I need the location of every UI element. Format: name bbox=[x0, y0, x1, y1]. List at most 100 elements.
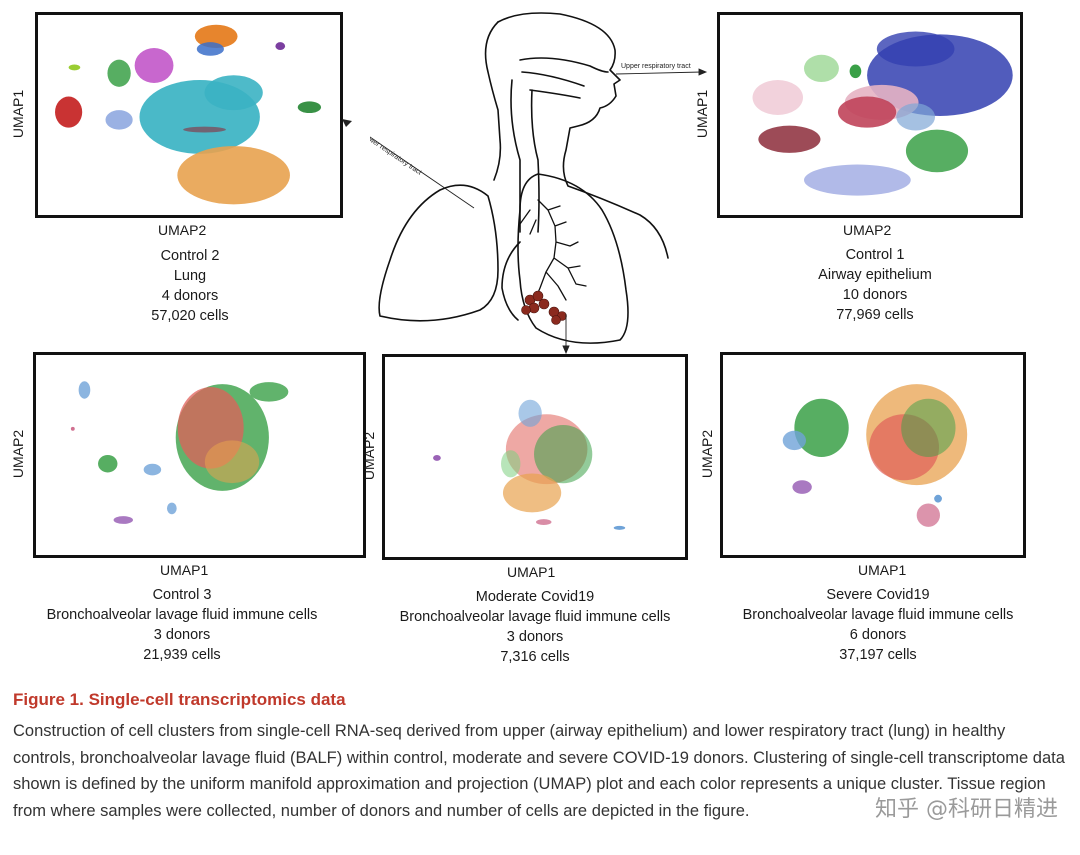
cluster-maroon bbox=[758, 125, 821, 153]
umap-plot-moderate bbox=[433, 399, 626, 530]
cluster-lightblue bbox=[105, 110, 133, 130]
cluster-pink bbox=[535, 519, 552, 525]
umap-panel-moderate bbox=[382, 354, 688, 560]
cluster-green-left bbox=[107, 59, 131, 87]
cluster-crimson bbox=[837, 96, 897, 128]
panel-tissue: Bronchoalveolar lavage fluid immune cell… bbox=[46, 607, 318, 623]
panel-info-control3: Control 3 Bronchoalveolar lavage fluid i… bbox=[22, 585, 342, 665]
cluster-pink-dot bbox=[70, 426, 75, 431]
arrow-lower-tract bbox=[370, 136, 475, 209]
panel-donors: 10 donors bbox=[842, 287, 908, 303]
panel-donors: 3 donors bbox=[153, 627, 211, 643]
panel-title: Control 2 bbox=[160, 248, 220, 264]
panel-title: Control 1 bbox=[845, 247, 905, 263]
panel-title: Control 3 bbox=[152, 587, 212, 603]
cluster-magenta bbox=[134, 48, 174, 83]
panel-info-control1: Control 1 Airway epithelium 10 donors 77… bbox=[760, 245, 990, 325]
cluster-purple bbox=[792, 480, 812, 494]
panel-donors: 3 donors bbox=[506, 629, 564, 645]
cluster-lightgreen bbox=[803, 54, 839, 82]
panel-cells: 37,197 cells bbox=[839, 647, 917, 663]
panel-cells: 7,316 cells bbox=[500, 649, 570, 665]
trachea-left bbox=[510, 79, 521, 233]
respiratory-anatomy-drawing: Upper respiratory tract Lower respirator… bbox=[370, 12, 708, 355]
heart-notch bbox=[501, 241, 521, 321]
panel-tissue: Airway epithelium bbox=[818, 267, 932, 283]
arrowhead-lower-tract bbox=[342, 119, 352, 127]
x-axis-label-control1: UMAP2 bbox=[843, 222, 892, 238]
figure-caption-title: Figure 1. Single-cell transcriptomics da… bbox=[13, 690, 346, 709]
cluster-red bbox=[55, 96, 83, 128]
cluster-orange bbox=[194, 24, 238, 49]
panel-donors: 4 donors bbox=[161, 288, 219, 304]
cluster-lavender bbox=[803, 164, 911, 196]
umap-plot-control3 bbox=[70, 381, 289, 524]
label-lower-respiratory-tract: Lower respiratory tract bbox=[370, 132, 423, 177]
panel-cells: 21,939 cells bbox=[143, 647, 221, 663]
arrow-upper-tract bbox=[615, 71, 703, 75]
cluster-blue-small bbox=[613, 525, 626, 530]
cluster-lightblue bbox=[896, 103, 936, 131]
cluster-blue-bottom bbox=[166, 502, 177, 515]
umap-panel-severe bbox=[720, 352, 1026, 558]
panel-info-moderate: Moderate Covid19 Bronchoalveolar lavage … bbox=[385, 587, 685, 667]
cluster-orange bbox=[204, 440, 260, 484]
cluster-green-small bbox=[849, 64, 862, 79]
bronchial-tree bbox=[519, 199, 587, 303]
panel-title: Severe Covid19 bbox=[826, 587, 930, 603]
cluster-teal-lobe bbox=[204, 75, 263, 111]
cluster-sand bbox=[177, 146, 290, 205]
cluster-green bbox=[534, 424, 593, 484]
x-axis-label-control3: UMAP1 bbox=[160, 562, 209, 578]
trachea-right bbox=[530, 89, 540, 233]
panel-tissue: Bronchoalveolar lavage fluid immune cell… bbox=[399, 609, 671, 625]
cluster-green-tiny bbox=[68, 64, 81, 71]
cluster-maroon-tiny bbox=[183, 126, 226, 133]
umap-panel-control3 bbox=[33, 352, 366, 558]
cluster-orange bbox=[502, 473, 562, 513]
cluster-blue-left bbox=[143, 463, 162, 476]
cluster-purple bbox=[433, 455, 441, 461]
y-axis-label-control3: UMAP2 bbox=[10, 429, 27, 479]
panel-title: Moderate Covid19 bbox=[475, 589, 595, 605]
panel-cells: 57,020 cells bbox=[151, 308, 229, 324]
head-outline bbox=[497, 12, 669, 259]
cluster-green-big bbox=[901, 398, 956, 457]
panel-tissue: Bronchoalveolar lavage fluid immune cell… bbox=[742, 607, 1014, 623]
right-lung bbox=[517, 173, 629, 344]
y-axis-label-control2: UMAP1 bbox=[10, 89, 27, 139]
cluster-blue-top bbox=[196, 42, 224, 56]
cluster-lightgreen bbox=[501, 450, 521, 478]
cluster-green-left bbox=[794, 398, 849, 457]
x-axis-label-moderate: UMAP1 bbox=[507, 564, 556, 580]
cluster-green-top bbox=[249, 382, 289, 402]
x-axis-label-severe: UMAP1 bbox=[858, 562, 907, 578]
cluster-blue-top bbox=[78, 381, 91, 399]
panel-cells: 77,969 cells bbox=[836, 307, 914, 323]
cluster-pink bbox=[916, 503, 940, 527]
nasal-cavity bbox=[519, 57, 609, 99]
cluster-green bbox=[905, 129, 969, 173]
cluster-green-left bbox=[98, 455, 118, 473]
panel-info-control2: Control 2 Lung 4 donors 57,020 cells bbox=[80, 246, 300, 326]
cluster-green-right bbox=[297, 101, 322, 114]
cluster-pink-left bbox=[752, 80, 804, 115]
neck-back bbox=[484, 21, 502, 181]
umap-panel-control2 bbox=[35, 12, 343, 218]
cluster-purple bbox=[113, 516, 133, 524]
left-lung bbox=[378, 184, 499, 322]
label-upper-respiratory-tract: Upper respiratory tract bbox=[621, 63, 691, 70]
x-axis-label-control2: UMAP2 bbox=[158, 222, 207, 238]
cluster-blue-left bbox=[782, 430, 807, 451]
umap-plot-severe bbox=[782, 384, 968, 527]
umap-plot-control1 bbox=[752, 31, 1013, 196]
cluster-navy-top bbox=[876, 31, 955, 67]
alveoli-cluster bbox=[521, 290, 567, 325]
y-axis-label-moderate: UMAP2 bbox=[361, 431, 378, 481]
cluster-blue bbox=[518, 399, 542, 427]
panel-donors: 6 donors bbox=[849, 627, 907, 643]
watermark: 知乎 @科研日精进 bbox=[875, 797, 1058, 822]
cluster-blue-small bbox=[934, 494, 942, 503]
umap-panel-control1 bbox=[717, 12, 1023, 218]
figure-caption-body: Construction of cell clusters from singl… bbox=[13, 722, 1065, 820]
